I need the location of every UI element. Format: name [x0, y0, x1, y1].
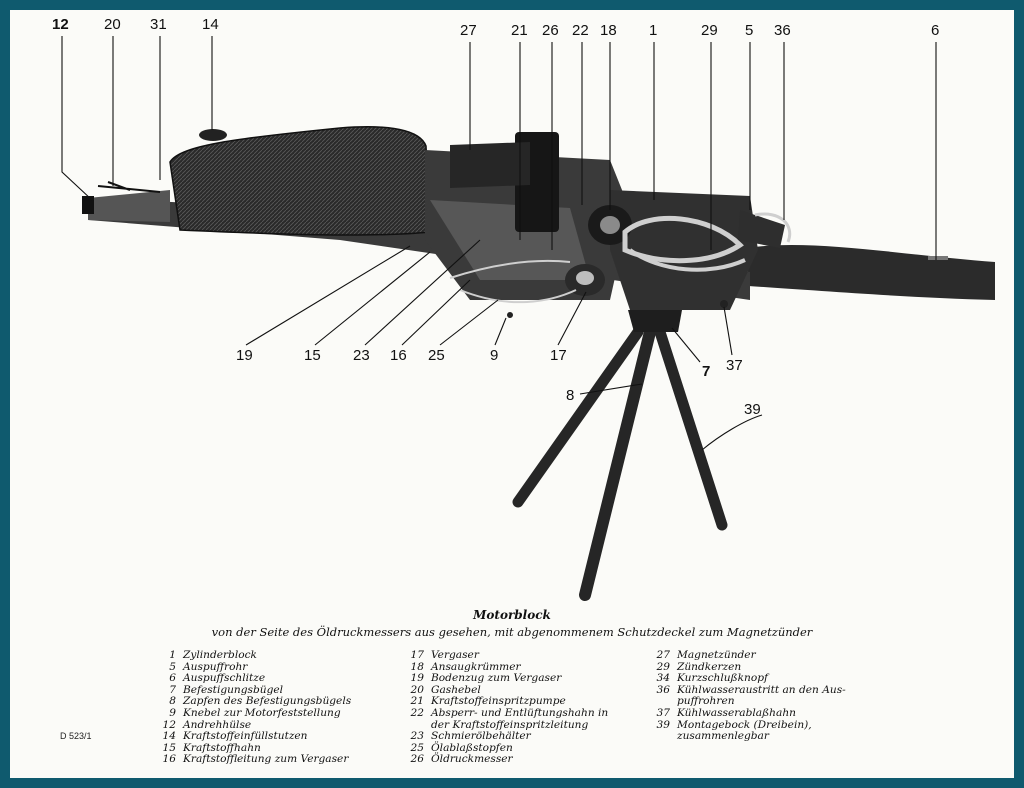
fuel-tank: [169, 126, 431, 236]
legend-item-continuation: puffrohren: [677, 695, 735, 708]
callout-29: 29: [701, 22, 718, 39]
callout-21: 21: [511, 22, 528, 39]
engine-diagram: 12 20 31 14 27 21 26 22 18 1 29 5 36 6 1…: [52, 16, 995, 601]
callout-39: 39: [744, 401, 761, 418]
callout-26: 26: [542, 22, 559, 39]
callout-16: 16: [390, 347, 407, 364]
callout-9: 9: [490, 347, 498, 364]
legend-item-continuation: der Kraftstoffeinspritzleitung: [431, 718, 589, 731]
caption-title: Motorblock: [473, 608, 551, 622]
exhaust-pipe: [748, 245, 995, 300]
callout-15: 15: [304, 347, 321, 364]
callout-19: 19: [236, 347, 253, 364]
callout-20: 20: [104, 16, 121, 33]
document-reference: D 523/1: [60, 731, 92, 741]
callout-22: 22: [572, 22, 589, 39]
callout-25: 25: [428, 347, 445, 364]
callout-6: 6: [931, 22, 939, 39]
callout-31: 31: [150, 16, 167, 33]
callout-7: 7: [702, 363, 710, 380]
document-page: 12 20 31 14 27 21 26 22 18 1 29 5 36 6 1…: [10, 10, 1014, 778]
caption-subtitle: von der Seite des Öldruckmessers aus ges…: [211, 625, 813, 639]
callout-12: 12: [52, 16, 69, 33]
callout-36: 36: [774, 22, 791, 39]
callout-14: 14: [202, 16, 219, 33]
callout-23: 23: [353, 347, 370, 364]
callout-17: 17: [550, 347, 567, 364]
callout-27: 27: [460, 22, 477, 39]
callout-37: 37: [726, 357, 743, 374]
engine-block: [425, 132, 792, 318]
tripod-stand: [512, 310, 728, 601]
filler-cap: [199, 129, 227, 141]
callout-1: 1: [649, 22, 657, 39]
callout-5: 5: [745, 22, 753, 39]
callout-18: 18: [600, 22, 617, 39]
legend-item-continuation: zusammenlegbar: [677, 730, 769, 743]
leader-lines: [61, 36, 937, 451]
callout-8: 8: [566, 387, 574, 404]
callout-labels: 12 20 31 14 27 21 26 22 18 1 29 5 36 6 1…: [52, 16, 939, 418]
